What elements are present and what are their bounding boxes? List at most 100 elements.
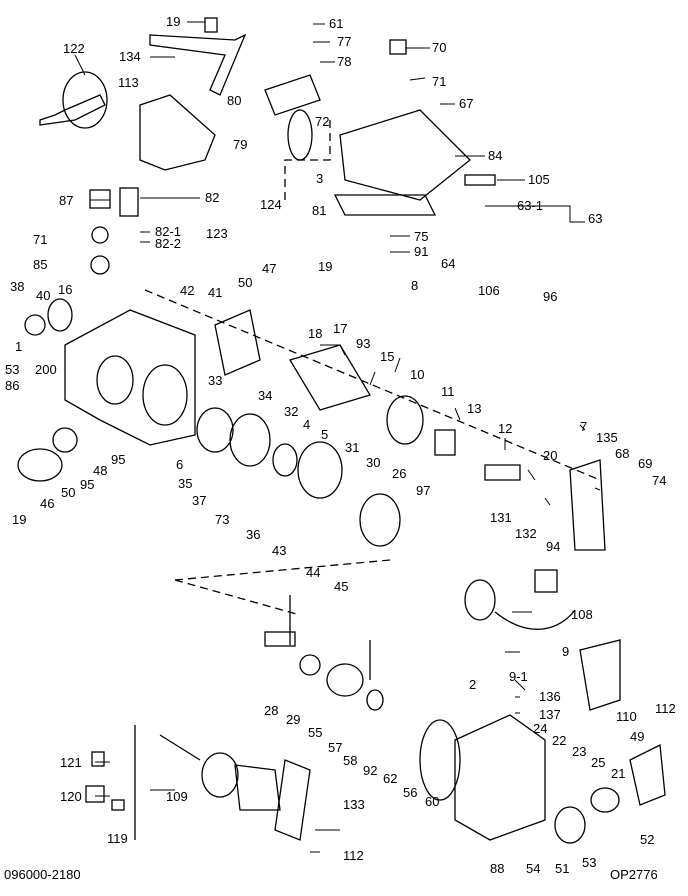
callout-29: 29	[286, 712, 301, 727]
callout-78: 78	[337, 54, 352, 69]
callout-25: 25	[591, 755, 606, 770]
callout-11: 11	[441, 384, 455, 399]
callout-82-1: 82-1	[155, 224, 182, 239]
callout-22: 22	[552, 733, 567, 748]
callout-45: 45	[334, 579, 349, 594]
callout-31: 31	[345, 440, 360, 455]
callout-112-b: 112	[343, 848, 364, 863]
callout-119: 119	[107, 831, 128, 846]
callout-75: 75	[414, 229, 429, 244]
callout-6: 6	[176, 457, 184, 472]
bolt-70	[389, 39, 407, 55]
callout-122: 122	[63, 41, 85, 56]
callout-95-b: 95	[80, 477, 95, 492]
callout-55: 55	[308, 725, 323, 740]
actuator-109	[201, 752, 239, 798]
callout-23: 23	[572, 744, 587, 759]
callout-41: 41	[208, 285, 223, 300]
callout-91: 91	[414, 244, 429, 259]
dashed-guide-1	[174, 559, 391, 581]
spring-79	[287, 109, 313, 161]
callout-40: 40	[36, 288, 51, 303]
callout-24: 24	[533, 721, 548, 736]
gear-34	[229, 413, 271, 467]
cover-46	[17, 448, 63, 482]
drawing-number: 096000-2180	[4, 867, 81, 882]
actuator-122	[62, 71, 108, 129]
callout-84: 84	[488, 148, 503, 163]
ring-95	[52, 427, 78, 453]
callout-10: 10	[410, 367, 425, 382]
callout-87: 87	[59, 193, 74, 208]
callout-44: 44	[306, 565, 321, 580]
bracket-134	[149, 33, 247, 96]
bolt-19-top	[204, 17, 218, 33]
callout-132: 132	[515, 526, 537, 541]
callout-82-2: 82-2	[155, 236, 182, 251]
callout-15: 15	[380, 349, 395, 364]
plunger-12	[484, 464, 521, 481]
callout-7: 7	[580, 419, 588, 434]
gear-6	[196, 407, 234, 453]
callout-13: 13	[467, 401, 482, 416]
callout-93: 93	[356, 336, 371, 351]
callout-61: 61	[329, 16, 344, 31]
bolt-28	[264, 631, 296, 647]
gasket-60	[419, 719, 461, 801]
callout-82: 82	[205, 190, 220, 205]
callout-67: 67	[459, 96, 474, 111]
callout-79: 79	[233, 137, 248, 152]
callout-64: 64	[441, 256, 456, 271]
callout-34: 34	[258, 388, 273, 403]
callout-73: 73	[215, 512, 230, 527]
fitting-21	[590, 787, 620, 813]
callout-43: 43	[272, 543, 287, 558]
dashed-guide-2	[174, 579, 301, 616]
callout-9: 9	[562, 644, 570, 659]
callout-63-1: 63-1	[517, 198, 544, 213]
callout-5: 5	[321, 427, 329, 442]
dashed-guide-3	[144, 289, 601, 481]
bracket-7	[569, 459, 606, 551]
callout-19: 19	[166, 14, 181, 29]
callout-33: 33	[208, 373, 223, 388]
actuator-122-lever	[39, 94, 106, 126]
callout-71: 71	[432, 74, 447, 89]
callout-52: 52	[640, 832, 655, 847]
callout-131: 131	[490, 510, 512, 525]
callout-46: 46	[40, 496, 55, 511]
callout-37: 37	[192, 493, 207, 508]
callout-16: 16	[58, 282, 73, 297]
callout-57: 57	[328, 740, 343, 755]
plate-code: OP2776	[610, 867, 658, 882]
callout-137: 137	[539, 707, 561, 722]
callout-60: 60	[425, 794, 440, 809]
callout-54: 54	[526, 861, 541, 876]
plate-5	[297, 441, 343, 499]
plate-80	[264, 74, 321, 116]
callout-50-b: 50	[61, 485, 76, 500]
bolt-105	[464, 174, 496, 186]
callout-123: 123	[206, 226, 228, 241]
callout-81: 81	[312, 203, 327, 218]
callout-71-b: 71	[33, 232, 48, 247]
lever-113	[139, 94, 216, 171]
shaft-17	[289, 344, 371, 411]
bolt-121	[91, 751, 105, 767]
part-85	[90, 255, 110, 275]
gasket-81	[333, 194, 437, 216]
callout-96: 96	[543, 289, 558, 304]
connector-108	[534, 569, 558, 593]
callout-110: 110	[616, 709, 637, 724]
callout-92: 92	[363, 763, 378, 778]
callout-86: 86	[5, 378, 20, 393]
callout-18: 18	[308, 326, 323, 341]
callout-48: 48	[93, 463, 108, 478]
callout-38: 38	[10, 279, 25, 294]
ring-4	[272, 443, 298, 477]
callout-17: 17	[333, 321, 348, 336]
rod-109	[159, 734, 201, 761]
washer-71	[91, 226, 109, 244]
callout-47: 47	[262, 261, 277, 276]
callout-133: 133	[343, 797, 365, 812]
